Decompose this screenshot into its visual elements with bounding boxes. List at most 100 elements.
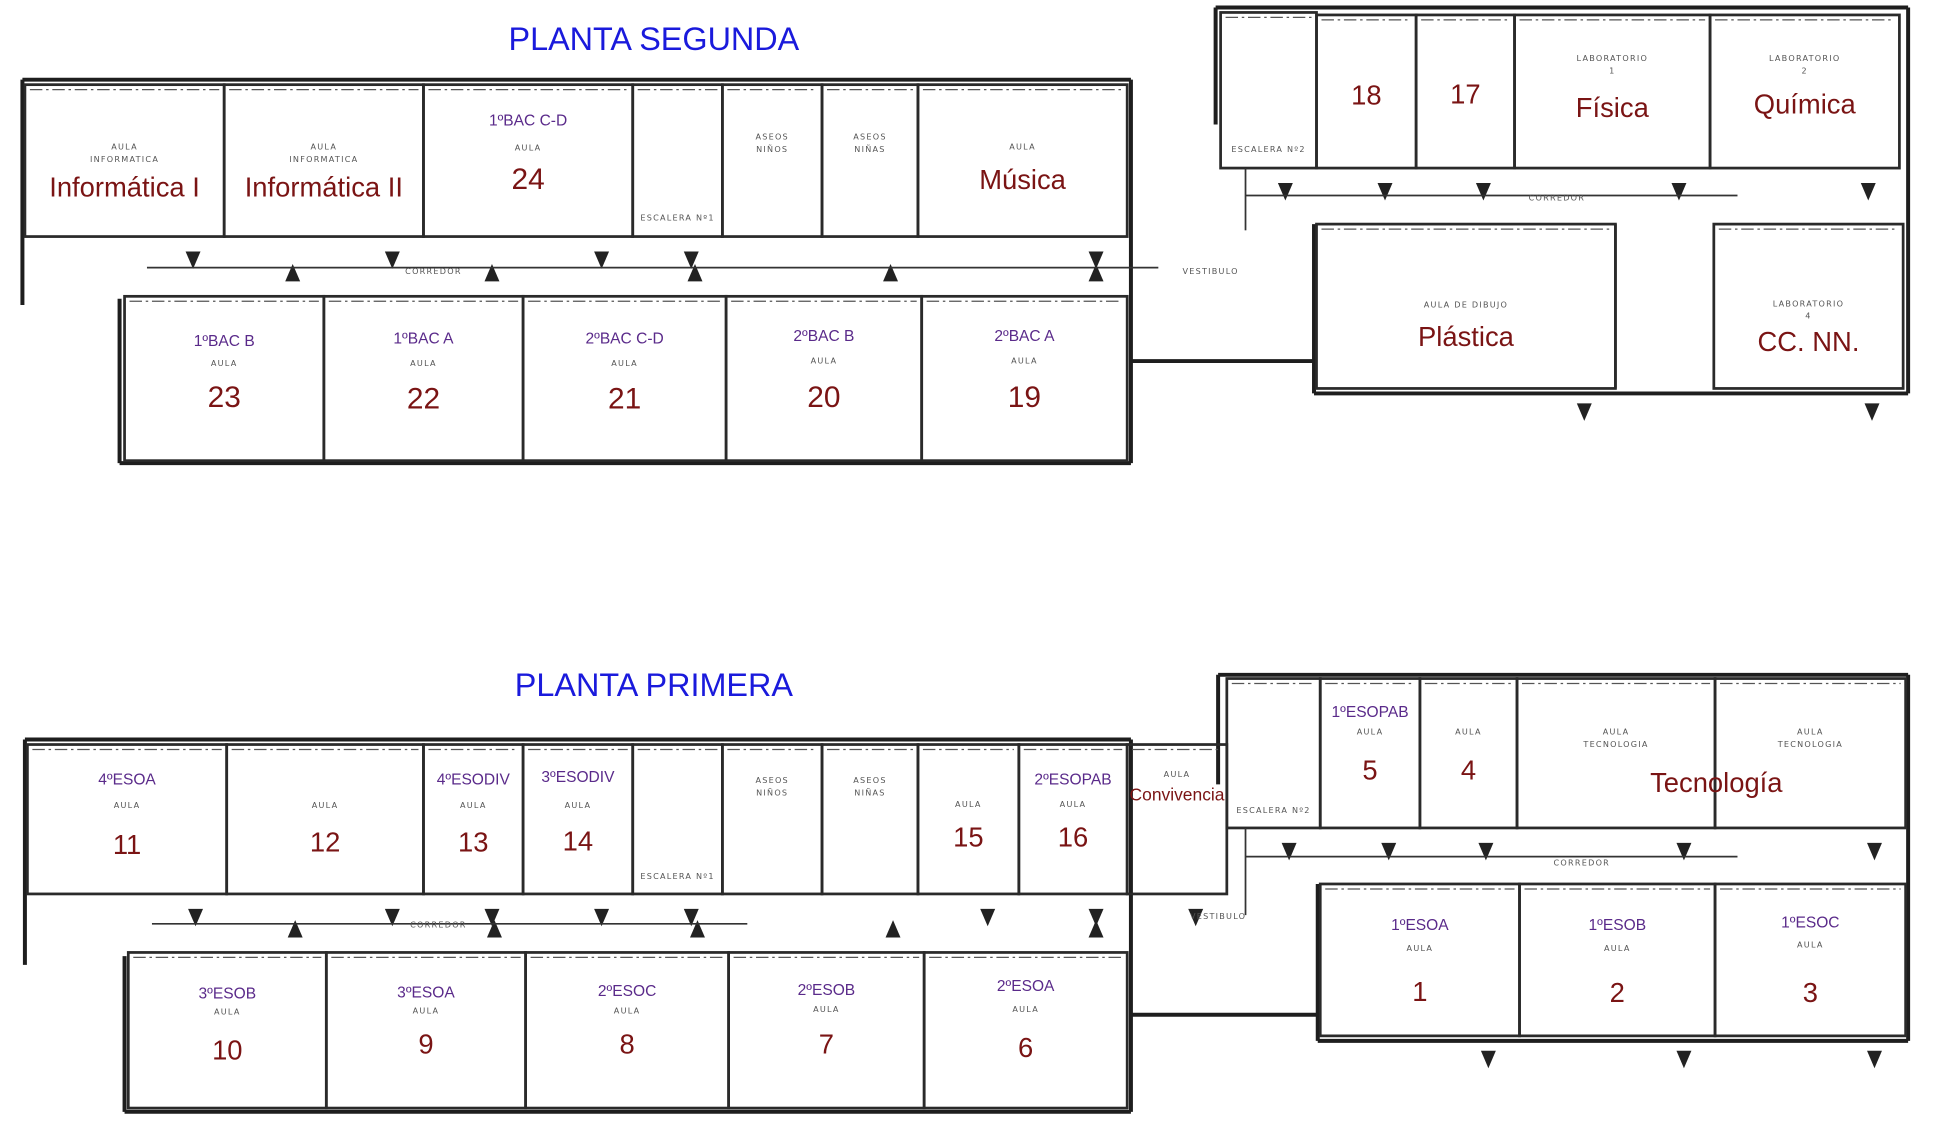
exit-arrow-icon — [594, 908, 610, 927]
room-type-label: AULA — [1797, 727, 1824, 737]
floor-title-primera: PLANTA PRIMERA — [515, 667, 794, 703]
room-name: 8 — [619, 1028, 634, 1059]
exit-arrow-icon — [1188, 908, 1204, 927]
room[interactable]: ESCALERA Nº2 — [1225, 677, 1322, 861]
exit-arrow-icon — [484, 908, 500, 927]
exit-arrow-icon — [185, 251, 201, 269]
room-type-label: AULA DE DIBUJO — [1424, 300, 1508, 310]
room-group-label: 3ºESODIV — [541, 769, 615, 786]
room-type-label: AULA — [460, 800, 487, 810]
room[interactable]: 4ºESODIV AULA 13 — [422, 743, 525, 927]
room-walls — [1125, 743, 1229, 896]
room-type-label: AULA — [811, 356, 838, 366]
room-type-label: AULA — [114, 800, 141, 810]
room-type-label: TECNOLOGIA — [1582, 739, 1648, 749]
room-type-label: AULA — [1604, 943, 1631, 953]
room-type-label: AULA — [312, 800, 339, 810]
room-name: 21 — [608, 382, 641, 415]
exit-arrow-icon — [1671, 183, 1687, 201]
room-walls — [920, 294, 1129, 463]
room[interactable]: ESCALERA Nº2 — [1219, 11, 1318, 201]
room[interactable]: 1ºBAC A AULA 22 — [322, 263, 525, 463]
room-walls — [1515, 677, 1717, 830]
room-type-label: AULA — [614, 1005, 641, 1015]
room-type-label: NIÑOS — [756, 788, 788, 798]
room-group-label: 1ºBAC A — [393, 331, 454, 348]
exit-arrow-icon — [1088, 251, 1104, 269]
exit-arrow-icon — [1277, 183, 1293, 201]
room-name: 10 — [212, 1035, 242, 1066]
room-name: Química — [1754, 88, 1857, 119]
room-type-label: AULA — [1009, 141, 1036, 151]
room-type-label: AULA — [214, 1007, 241, 1017]
room-type-label: AULA — [410, 358, 437, 368]
room[interactable]: 18 — [1315, 13, 1418, 201]
room-group-label: 4ºESODIV — [437, 771, 511, 788]
room[interactable]: ESCALERA Nº1 — [631, 83, 724, 269]
room-type-label: 2 — [1802, 65, 1808, 75]
room-name: 2 — [1610, 977, 1625, 1008]
exit-arrow-icon — [384, 908, 400, 927]
corridor-label: VESTIBULO — [1182, 266, 1238, 276]
floor-1: 4ºESOAAULA11AULA124ºESODIVAULA133ºESODIV… — [22, 672, 1911, 1114]
room-type-label: AULA — [1797, 939, 1824, 949]
room-type-label: AULA — [611, 358, 638, 368]
room-walls — [820, 83, 920, 238]
exit-arrow-icon — [1860, 183, 1876, 201]
room-type-label: AULA — [1060, 799, 1087, 809]
room-type-label: AULA — [515, 143, 542, 153]
room-group-label: 2ºBAC C-D — [585, 331, 663, 348]
room-walls — [1017, 743, 1129, 896]
room-name: 22 — [407, 382, 440, 415]
room-walls — [1318, 882, 1521, 1038]
room-walls — [126, 951, 328, 1110]
room-name: CC. NN. — [1758, 326, 1860, 357]
exit-arrow-icon — [883, 263, 899, 282]
floor-title-segunda: PLANTA SEGUNDA — [509, 21, 800, 57]
exit-arrow-icon — [484, 263, 500, 282]
room[interactable]: ESCALERA Nº1 — [631, 743, 724, 927]
room-name: 13 — [458, 827, 488, 858]
room[interactable]: 2ºBAC C-D AULA 21 — [521, 263, 728, 463]
room-walls — [916, 83, 1129, 238]
room-type-label: ESCALERA Nº1 — [640, 871, 714, 881]
room-type-label: NIÑAS — [854, 788, 885, 798]
room[interactable]: 17 — [1414, 13, 1516, 201]
room-group-label: 2ºESOB — [798, 982, 856, 999]
room-walls — [1713, 677, 1908, 830]
room-walls — [1708, 13, 1901, 170]
room-group-label: 4ºESOA — [98, 771, 156, 788]
